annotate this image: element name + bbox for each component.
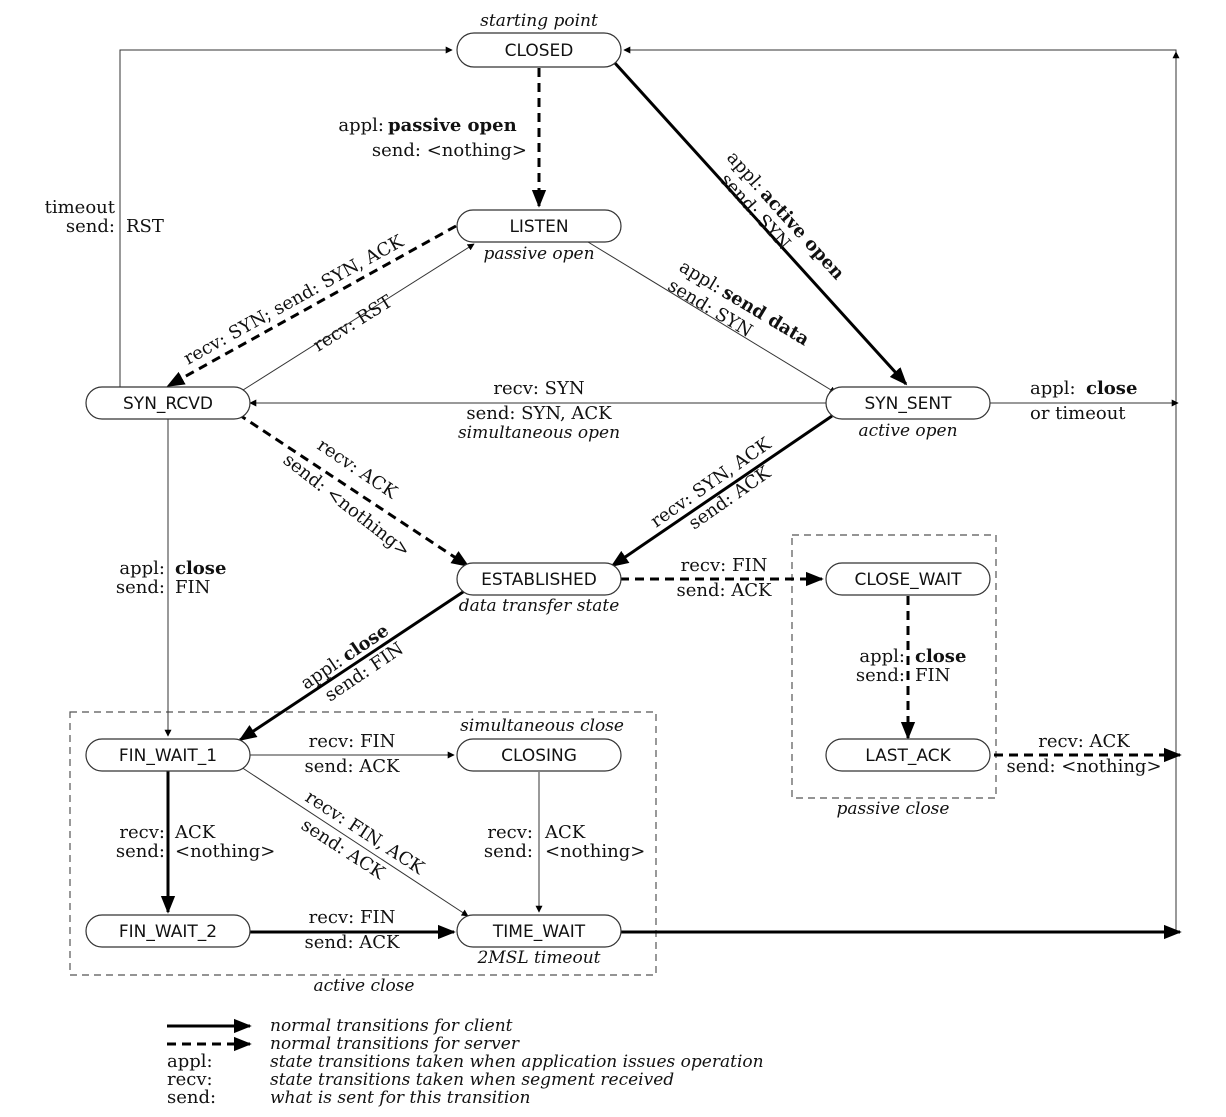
fw1-fw2-nothing: <nothing>	[175, 841, 275, 862]
syn-rcvd-close-op: close	[175, 558, 226, 579]
state-established-label: ESTABLISHED	[481, 570, 597, 590]
fw2-tw-recv-fin: recv: FIN	[309, 907, 396, 928]
syn-rcvd-to-established	[237, 412, 470, 568]
state-closing[interactable]: CLOSING	[456, 738, 622, 772]
rst-label: RST	[126, 216, 164, 237]
syn-rcvd-send-prefix: send:	[116, 577, 165, 598]
syn-sent-close-op: close	[1086, 378, 1137, 399]
state-listen[interactable]: LISTEN	[456, 209, 622, 243]
legend-server-text: normal transitions for server	[270, 1034, 520, 1054]
active-close-group	[69, 711, 657, 976]
return-to-closed-transition	[623, 46, 1177, 930]
established-close-transition	[238, 588, 467, 742]
legend: normal transitions for client normal tra…	[167, 1016, 764, 1108]
state-last-ack[interactable]: LAST_ACK	[825, 738, 991, 772]
state-closing-label: CLOSING	[501, 746, 577, 766]
close-wait-fin-label: FIN	[915, 665, 950, 686]
syn-sent-appl-prefix: appl:	[1030, 378, 1076, 399]
timeout-send-prefix: send:	[66, 216, 115, 237]
state-syn-sent-label: SYN_SENT	[864, 394, 952, 414]
syn-rcvd-fin-label: FIN	[175, 577, 210, 598]
legend-appl-desc: state transitions taken when application…	[270, 1052, 764, 1072]
state-fin-wait-1-label: FIN_WAIT_1	[119, 746, 217, 766]
caption-starting-point: starting point	[480, 11, 598, 31]
fin-wait1-to-time-wait	[237, 764, 469, 917]
state-syn-sent[interactable]: SYN_SENT	[825, 386, 991, 420]
state-close-wait-label: CLOSE_WAIT	[854, 570, 962, 590]
send-nothing-label: send: <nothing>	[372, 140, 527, 161]
last-ack-recv-ack: recv: ACK	[1038, 731, 1130, 752]
send-data-transition	[587, 241, 837, 394]
legend-client-text: normal transitions for client	[270, 1016, 513, 1036]
state-fin-wait-2[interactable]: FIN_WAIT_2	[85, 914, 251, 948]
caption-active-open: active open	[858, 421, 957, 441]
timeout-label: timeout	[45, 197, 116, 218]
caption-2msl-timeout: 2MSL timeout	[476, 948, 600, 968]
recv-rst-transition	[231, 243, 475, 398]
caption-data-transfer-state: data transfer state	[459, 596, 620, 616]
appl-prefix-label: appl:	[338, 115, 384, 136]
active-open-transition	[612, 60, 908, 386]
passive-close-group	[791, 534, 997, 799]
legend-appl-key: appl:	[167, 1051, 213, 1072]
state-closed[interactable]: CLOSED	[456, 32, 622, 68]
legend-send-desc: what is sent for this transition	[270, 1088, 530, 1108]
timeout-rst-transition	[119, 46, 453, 387]
caption-simultaneous-close: simultaneous close	[460, 716, 624, 736]
caption-passive-open: passive open	[483, 244, 594, 264]
state-time-wait-label: TIME_WAIT	[492, 922, 586, 942]
caption-active-close: active close	[314, 976, 415, 996]
fw1-fw2-send-prefix: send:	[116, 841, 165, 862]
closing-tw-nothing: <nothing>	[545, 841, 645, 862]
syn-sent-to-established	[610, 414, 833, 568]
state-syn-rcvd[interactable]: SYN_RCVD	[85, 386, 251, 420]
state-fin-wait-2-label: FIN_WAIT_2	[119, 922, 217, 942]
send-syn-ack-label: send: SYN, ACK	[466, 403, 612, 424]
listen-to-syn-rcvd	[166, 224, 457, 388]
fw1-closing-recv-fin: recv: FIN	[309, 731, 396, 752]
established-recv-fin: recv: FIN	[681, 555, 768, 576]
closing-tw-recv-prefix: recv:	[487, 822, 533, 843]
state-established[interactable]: ESTABLISHED	[456, 562, 622, 596]
legend-send-key: send:	[167, 1087, 216, 1108]
state-last-ack-label: LAST_ACK	[865, 746, 951, 766]
recv-syn-label: recv: SYN	[493, 378, 584, 399]
closing-tw-send-prefix: send:	[484, 841, 533, 862]
fw2-tw-send-ack: send: ACK	[304, 932, 400, 953]
state-time-wait[interactable]: TIME_WAIT	[456, 914, 622, 948]
state-syn-rcvd-label: SYN_RCVD	[123, 394, 213, 414]
close-wait-appl-prefix: appl:	[859, 646, 905, 667]
last-ack-send-nothing: send: <nothing>	[1006, 756, 1161, 777]
state-closed-label: CLOSED	[505, 41, 574, 61]
passive-open-op-label: passive open	[388, 115, 517, 136]
legend-recv-key: recv:	[167, 1069, 213, 1090]
state-close-wait[interactable]: CLOSE_WAIT	[825, 562, 991, 596]
caption-passive-close: passive close	[837, 799, 950, 819]
state-listen-label: LISTEN	[509, 217, 568, 237]
fw1-fw2-recv-prefix: recv:	[119, 822, 165, 843]
close-wait-send-prefix: send:	[856, 665, 905, 686]
legend-recv-desc: state transitions taken when segment rec…	[270, 1070, 674, 1090]
established-send-ack: send: ACK	[676, 580, 772, 601]
close-wait-close-op: close	[915, 646, 966, 667]
closing-tw-ack: ACK	[544, 822, 586, 843]
caption-simultaneous-open: simultaneous open	[458, 423, 620, 443]
syn-rcvd-appl-prefix: appl:	[119, 558, 165, 579]
fw1-fw2-ack: ACK	[174, 822, 216, 843]
or-timeout-label: or timeout	[1030, 403, 1126, 424]
state-fin-wait-1[interactable]: FIN_WAIT_1	[85, 738, 251, 772]
fw1-closing-send-ack: send: ACK	[304, 756, 400, 777]
